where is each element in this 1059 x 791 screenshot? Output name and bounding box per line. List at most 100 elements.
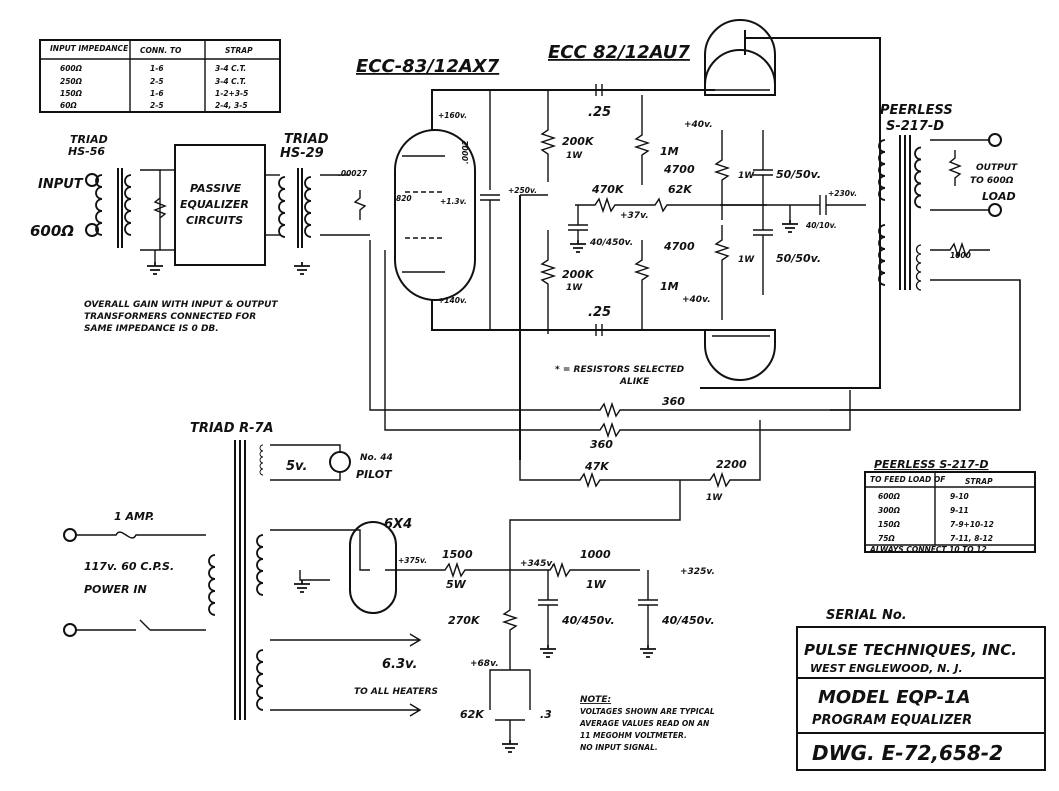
svg-text:1000: 1000	[950, 251, 971, 260]
passive-equalizer-box	[174, 144, 266, 266]
svg-text:LOAD: LOAD	[982, 190, 1016, 203]
svg-text:470K: 470K	[591, 183, 625, 196]
svg-text:ALWAYS CONNECT 10 TO 12: ALWAYS CONNECT 10 TO 12	[869, 545, 987, 554]
hs29-primary-coil	[277, 175, 287, 239]
svg-text:TO FEED LOAD OF: TO FEED LOAD OF	[870, 475, 946, 484]
tube-label-ecc82: ECC 82/12AU7	[548, 42, 690, 63]
transformer-label-hs29: TRIAD	[284, 132, 329, 147]
table-cell: 1-6	[150, 64, 164, 73]
table-header: INPUT IMPEDANCE	[50, 44, 129, 53]
svg-text:1W: 1W	[706, 493, 723, 503]
svg-text:1M: 1M	[660, 145, 679, 158]
svg-text:40/450v.: 40/450v.	[589, 238, 633, 248]
company-city: WEST ENGLEWOOD, N. J.	[810, 662, 963, 675]
svg-text:+375v.: +375v.	[398, 556, 427, 565]
drawing-number: DWG. E-72,658-2	[812, 741, 1003, 765]
svg-text:VOLTAGES SHOWN ARE TYPICAL: VOLTAGES SHOWN ARE TYPICAL	[580, 707, 715, 716]
svg-text:.25: .25	[588, 305, 611, 320]
svg-text:+40v.: +40v.	[684, 120, 713, 130]
svg-text:HS-29: HS-29	[280, 146, 324, 161]
svg-text:7-9+10-12: 7-9+10-12	[950, 520, 994, 529]
svg-text:5v.: 5v.	[286, 459, 307, 474]
svg-text:1500: 1500	[442, 548, 473, 561]
hs56-primary-coil	[94, 173, 104, 237]
svg-text:+345v.: +345v.	[520, 559, 555, 569]
serial-label: SERIAL No.	[826, 608, 907, 623]
power-terminal	[63, 528, 77, 542]
power-in-label: 117v. 60 C.P.S.	[84, 560, 174, 573]
table-cell: 2-4, 3-5	[215, 101, 248, 110]
svg-text:+40v.: +40v.	[682, 295, 711, 305]
transformer-label-hs56: TRIAD	[70, 133, 108, 146]
svg-text:40/10v.: 40/10v.	[806, 221, 837, 230]
svg-text:2200: 2200	[716, 458, 747, 471]
svg-text:7-11, 8-12: 7-11, 8-12	[950, 534, 993, 543]
svg-text:.25: .25	[588, 105, 611, 120]
svg-text:.3: .3	[540, 708, 552, 721]
svg-text:50/50v.: 50/50v.	[776, 252, 821, 265]
svg-text:STRAP: STRAP	[965, 477, 993, 486]
svg-text:1W: 1W	[738, 171, 755, 181]
svg-text:6.3v.: 6.3v.	[382, 657, 417, 672]
svg-text:NO INPUT SIGNAL.: NO INPUT SIGNAL.	[580, 743, 658, 752]
table-cell: 1-2+3-5	[215, 89, 248, 98]
svg-text:OUTPUT: OUTPUT	[976, 163, 1018, 173]
svg-text:+37v.: +37v.	[620, 211, 649, 221]
peerless-strap-table: PEERLESS S-217-D TO FEED LOAD OF STRAP 6…	[864, 458, 1036, 554]
table-cell: 2-5	[150, 77, 164, 86]
tube-label-ecc83: ECC-83/12AX7	[356, 56, 500, 77]
output-terminal	[988, 203, 1002, 217]
svg-text:SAME IMPEDANCE IS 0 DB.: SAME IMPEDANCE IS 0 DB.	[84, 324, 219, 334]
svg-text:200K: 200K	[562, 268, 595, 281]
table-header: STRAP	[225, 46, 253, 55]
input-section: TRIAD HS-56 INPUT 600Ω PASSIVE EQUALIZER…	[30, 132, 370, 275]
svg-text:47K: 47K	[584, 460, 610, 473]
ground-symbol	[146, 261, 164, 275]
svg-text:+250v.: +250v.	[508, 186, 537, 195]
resistor	[140, 169, 167, 251]
svg-text:4700: 4700	[663, 163, 695, 176]
svg-text:POWER IN: POWER IN	[84, 583, 147, 596]
input-terminal	[85, 173, 99, 187]
svg-text:600Ω: 600Ω	[878, 492, 901, 501]
svg-text:PEERLESS: PEERLESS	[880, 103, 953, 118]
hs56-secondary-coil	[123, 173, 133, 237]
product-name: PROGRAM EQUALIZER	[812, 713, 972, 728]
svg-text:PASSIVE: PASSIVE	[190, 182, 242, 195]
svg-text:TO ALL HEATERS: TO ALL HEATERS	[354, 687, 438, 697]
svg-text:NOTE:: NOTE:	[580, 695, 611, 705]
svg-text:300Ω: 300Ω	[878, 506, 901, 515]
power-supply: TRIAD R-7A 5v. No. 44 PILOT 1 AMP. 117v.…	[63, 421, 715, 753]
ecc83-plate-wiring: .0002 +250v. 200K 1W 200K 1W .25 .25 470…	[431, 84, 767, 460]
svg-text:+325v.: +325v.	[680, 567, 715, 577]
table-cell: 3-4 C.T.	[215, 77, 246, 86]
tube-ecc82-bottom	[704, 329, 776, 381]
svg-text:S-217-D: S-217-D	[886, 119, 944, 134]
tube-ecc82-top	[700, 19, 881, 389]
svg-text:9-10: 9-10	[950, 492, 969, 501]
transformer-label-r7a: TRIAD R-7A	[190, 421, 274, 436]
fuse-label: 1 AMP.	[114, 510, 154, 523]
svg-text:.0002: .0002	[461, 140, 470, 164]
svg-text:150Ω: 150Ω	[878, 520, 901, 529]
svg-text:62K: 62K	[460, 708, 485, 721]
svg-text:PILOT: PILOT	[356, 468, 393, 481]
svg-text:62K: 62K	[668, 183, 693, 196]
svg-text:270K: 270K	[448, 614, 481, 627]
svg-text:CIRCUITS: CIRCUITS	[186, 214, 243, 227]
output-transformer: PEERLESS S-217-D OUTPUT TO 600Ω LOAD 100…	[830, 103, 1021, 411]
svg-text:360: 360	[662, 395, 685, 408]
svg-text:360: 360	[590, 438, 613, 451]
rectifier-tube	[349, 521, 397, 614]
table-header: CONN. TO	[140, 46, 182, 55]
svg-text:75Ω: 75Ω	[878, 534, 895, 543]
table-cell: 150Ω	[60, 89, 83, 98]
table-cell: 250Ω	[60, 77, 83, 86]
svg-text:40/450v.: 40/450v.	[561, 614, 615, 627]
svg-text:PEERLESS S-217-D: PEERLESS S-217-D	[874, 458, 989, 471]
output-terminal	[988, 133, 1002, 147]
svg-text:1W: 1W	[566, 283, 583, 293]
company-name: PULSE TECHNIQUES, INC.	[804, 641, 1017, 659]
svg-text:4700: 4700	[663, 240, 695, 253]
svg-text:9-11: 9-11	[950, 506, 969, 515]
